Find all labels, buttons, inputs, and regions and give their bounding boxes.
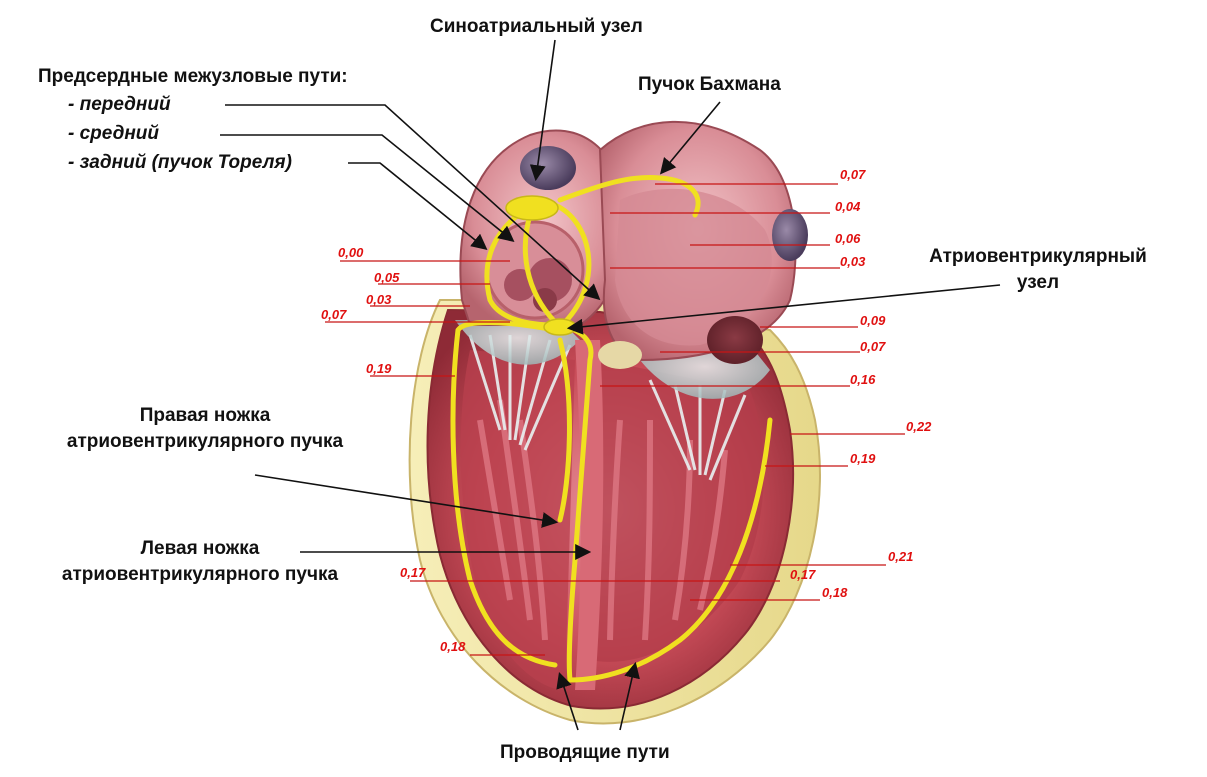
value-0-22: 0,22 xyxy=(906,420,931,434)
value-0-03-b: 0,03 xyxy=(366,293,391,307)
value-0-18-a: 0,18 xyxy=(822,586,847,600)
right-bundle-branch-label: Правая ножка атриовентрикулярного пучка xyxy=(40,405,370,453)
aortic-opening xyxy=(598,341,642,369)
av-node-label: Атриовентрикулярный узел xyxy=(908,246,1168,294)
value-0-19-b: 0,19 xyxy=(850,452,875,466)
right-bundle-label-line1: Правая ножка xyxy=(40,405,370,427)
bachmann-bundle-label: Пучок Бахмана xyxy=(638,74,781,96)
value-0-17-a: 0,17 xyxy=(400,566,425,580)
pulmonary-vein-opening xyxy=(772,209,808,261)
value-0-00: 0,00 xyxy=(338,246,363,260)
anterior-pathway-label: - передний xyxy=(68,94,171,116)
value-0-07-a: 0,07 xyxy=(840,168,865,182)
value-0-18-b: 0,18 xyxy=(440,640,465,654)
av-node-label-line2: узел xyxy=(908,272,1168,294)
value-0-07-b: 0,07 xyxy=(321,308,346,322)
value-0-21: 0,21 xyxy=(888,550,913,564)
value-0-04: 0,04 xyxy=(835,200,860,214)
av-node xyxy=(544,319,576,335)
middle-pathway-label: - средний xyxy=(68,123,159,145)
left-bundle-label-line2: атриовентрикулярного пучка xyxy=(35,564,365,586)
coronary-sinus-opening xyxy=(707,316,763,364)
value-0-16: 0,16 xyxy=(850,373,875,387)
value-0-06: 0,06 xyxy=(835,232,860,246)
left-bundle-branch-label: Левая ножка атриовентрикулярного пучка xyxy=(35,538,365,586)
av-node-label-line1: Атриовентрикулярный xyxy=(908,246,1168,268)
value-0-05: 0,05 xyxy=(374,271,399,285)
left-bundle-label-line1: Левая ножка xyxy=(35,538,365,560)
value-0-09: 0,09 xyxy=(860,314,885,328)
conduction-pathways-label: Проводящие пути xyxy=(500,742,670,764)
value-0-03-a: 0,03 xyxy=(840,255,865,269)
value-0-19-a: 0,19 xyxy=(366,362,391,376)
value-0-17-b: 0,17 xyxy=(790,568,815,582)
posterior-pathway-label: - задний (пучок Тореля) xyxy=(68,152,292,174)
sa-node-label: Синоатриальный узел xyxy=(430,16,643,38)
value-0-07-c: 0,07 xyxy=(860,340,885,354)
internodal-pathways-title: Предсердные межузловые пути: xyxy=(38,66,348,88)
superior-vena-cava-opening xyxy=(520,146,576,190)
sa-node xyxy=(506,196,558,220)
right-bundle-label-line2: атриовентрикулярного пучка xyxy=(40,431,370,453)
